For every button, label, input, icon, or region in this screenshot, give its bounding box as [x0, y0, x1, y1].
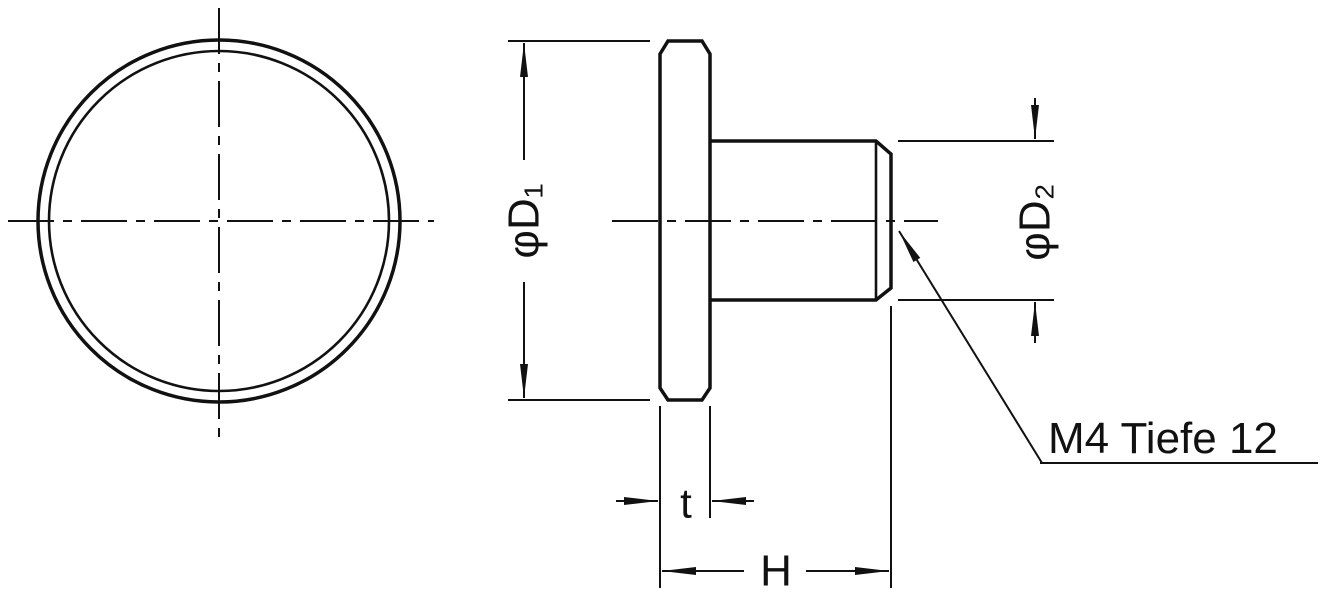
side-view	[612, 39, 938, 402]
flange-outline	[658, 39, 712, 402]
thread-note-label: M4 Tiefe 12	[1048, 414, 1278, 463]
d2-label: φD₂	[1011, 183, 1060, 260]
d1-label: φD₁	[500, 183, 549, 258]
t-label: t	[680, 480, 692, 527]
dimension-h: H	[662, 306, 892, 596]
dimension-t: t	[616, 406, 754, 588]
front-view	[8, 8, 434, 439]
dimension-d1: φD₁	[500, 40, 650, 401]
thread-note: M4 Tiefe 12	[898, 230, 1318, 464]
leader-line	[898, 230, 1043, 464]
dimension-d2: φD₂	[898, 98, 1060, 343]
h-label: H	[760, 547, 792, 596]
